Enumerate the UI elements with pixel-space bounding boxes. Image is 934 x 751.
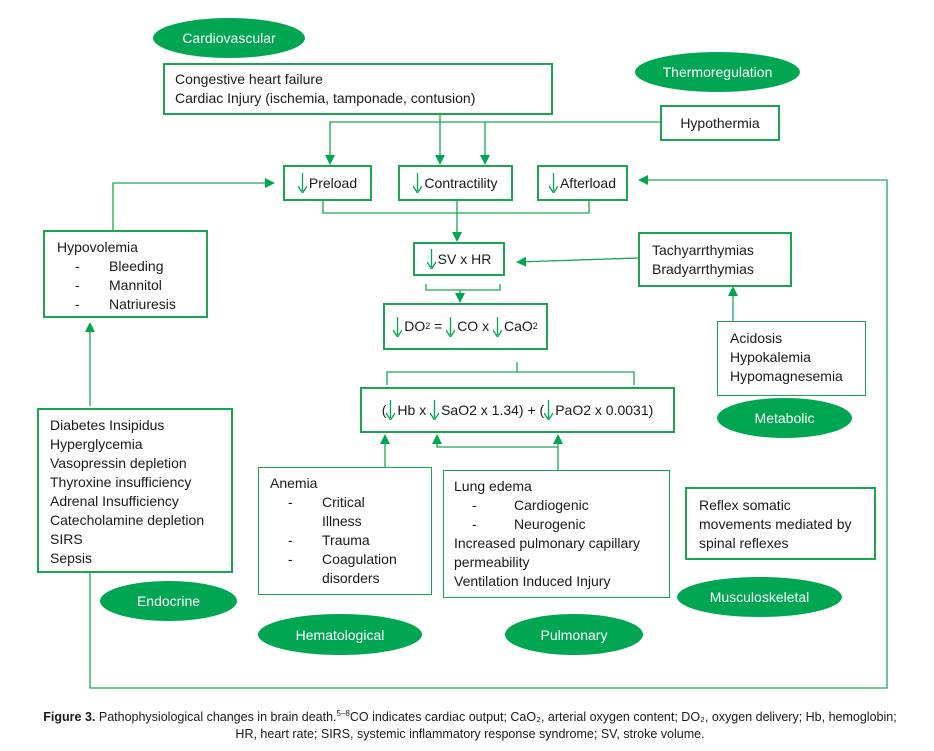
musculoskeletal-box: Reflex somatic movements mediated by spi… <box>685 487 876 560</box>
cardiovascular-label: Cardiovascular <box>153 18 305 58</box>
sv-hr-text: SV x HR <box>437 250 492 267</box>
text-line: Catecholamine depletion <box>50 512 205 528</box>
text-line: Acidosis <box>730 330 783 346</box>
down-arrow-icon <box>446 316 456 337</box>
pao2-text: PaO2 x 0.0031) <box>555 401 654 418</box>
text-line: Hyperglycemia <box>50 436 143 452</box>
caption-label: Figure 3. <box>43 710 96 725</box>
connector <box>425 284 501 301</box>
text-line: Hypokalemia <box>730 349 811 365</box>
text-line: Bradyarrthymias <box>652 261 754 277</box>
text-line: Thyroxine insufficiency <box>50 474 192 490</box>
text-line: Adrenal Insufficiency <box>50 493 179 509</box>
contractility-text: Contractility <box>424 174 498 191</box>
subscript: 2 <box>425 321 431 331</box>
afterload-text: Afterload <box>559 174 617 191</box>
text-line: Vasopressin depletion <box>50 455 187 471</box>
list-item: Coagulation disorders <box>270 550 400 588</box>
list-item: Trauma <box>270 531 400 550</box>
text-line: Increased pulmonary capillary permeabili… <box>454 535 640 570</box>
list-item: Bleeding <box>57 257 194 276</box>
caption-text: Pathophysiological changes in brain deat… <box>95 710 337 725</box>
hematological-label: Hematological <box>258 614 422 655</box>
text-line: Ventilation Induced Injury <box>454 573 611 589</box>
connector <box>322 200 590 240</box>
list-item: Mannitol <box>57 276 194 295</box>
contractility-box: Contractility <box>398 165 513 201</box>
preload-box: Preload <box>283 165 372 201</box>
do2-text: DO <box>404 318 426 334</box>
connector <box>89 175 888 689</box>
subscript: 2 <box>532 321 538 331</box>
list-item: Neurogenic <box>454 515 659 534</box>
connector <box>432 434 558 448</box>
down-arrow-icon <box>297 173 307 193</box>
text-line: Tachyarrthymias <box>652 242 754 258</box>
box-title: Anemia <box>270 475 318 491</box>
list-item: Cardiogenic <box>454 496 659 515</box>
thermoregulation-label: Thermoregulation <box>635 52 800 92</box>
list-item: Critical Illness <box>270 493 400 531</box>
preload-text: Preload <box>308 174 358 191</box>
text-line: SIRS <box>50 531 83 547</box>
co-text: CO x <box>457 318 493 334</box>
sao2-text: SaO2 x 1.34) + ( <box>441 401 545 418</box>
hypovolemia-box: Hypovolemia BleedingMannitolNatriuresis <box>43 230 208 318</box>
figure-caption: Figure 3. Pathophysiological changes in … <box>40 705 900 743</box>
down-arrow-icon <box>492 316 502 337</box>
connector <box>516 256 639 267</box>
hematological-box: Anemia Critical IllnessTraumaCoagulation… <box>258 467 432 595</box>
box-title: Lung edema <box>454 478 532 494</box>
metabolic-label: Metabolic <box>717 398 852 438</box>
hb-text: Hb x <box>397 401 431 418</box>
down-arrow-icon <box>548 173 558 193</box>
sv-hr-box: SV x HR <box>413 242 505 276</box>
box-title: Hypovolemia <box>57 239 138 255</box>
oxygen-content-formula-box: ( Hb x SaO2 x 1.34) + ( PaO2 x 0.0031) <box>360 387 675 433</box>
text-line: Hypomagnesemia <box>730 368 843 384</box>
afterload-box: Afterload <box>537 165 628 201</box>
connector <box>325 121 660 165</box>
cao2-text: CaO <box>503 318 533 334</box>
down-arrow-icon <box>544 400 554 420</box>
down-arrow-icon <box>386 400 396 420</box>
pulmonary-label: Pulmonary <box>505 614 643 655</box>
hypothermia-box: Hypothermia <box>660 105 780 141</box>
down-arrow-icon <box>426 249 436 269</box>
caption-rest: CO indicates cardiac output; CaO₂, arter… <box>235 710 897 742</box>
text-line: Cardiac Injury (ischemia, tamponade, con… <box>175 90 476 106</box>
connector <box>386 362 635 385</box>
text-line: Diabetes Insipidus <box>50 417 165 433</box>
down-arrow-icon <box>430 400 440 420</box>
cardiac-causes-box: Congestive heart failure Cardiac Injury … <box>163 63 553 115</box>
pulmonary-box: Lung edema CardiogenicNeurogenic Increas… <box>443 470 670 598</box>
endocrine-label: Endocrine <box>100 581 237 621</box>
list-item: Natriuresis <box>57 295 194 314</box>
down-arrow-icon <box>413 173 423 193</box>
connector <box>112 178 275 230</box>
text-line: Sepsis <box>50 550 93 566</box>
caption-refs: 5–8 <box>336 709 350 718</box>
equals: = <box>430 318 447 334</box>
text-line: Congestive heart failure <box>175 71 323 87</box>
paren: ( <box>381 401 387 418</box>
musculoskeletal-label: Musculoskeletal <box>677 577 842 617</box>
down-arrow-icon <box>393 316 403 337</box>
